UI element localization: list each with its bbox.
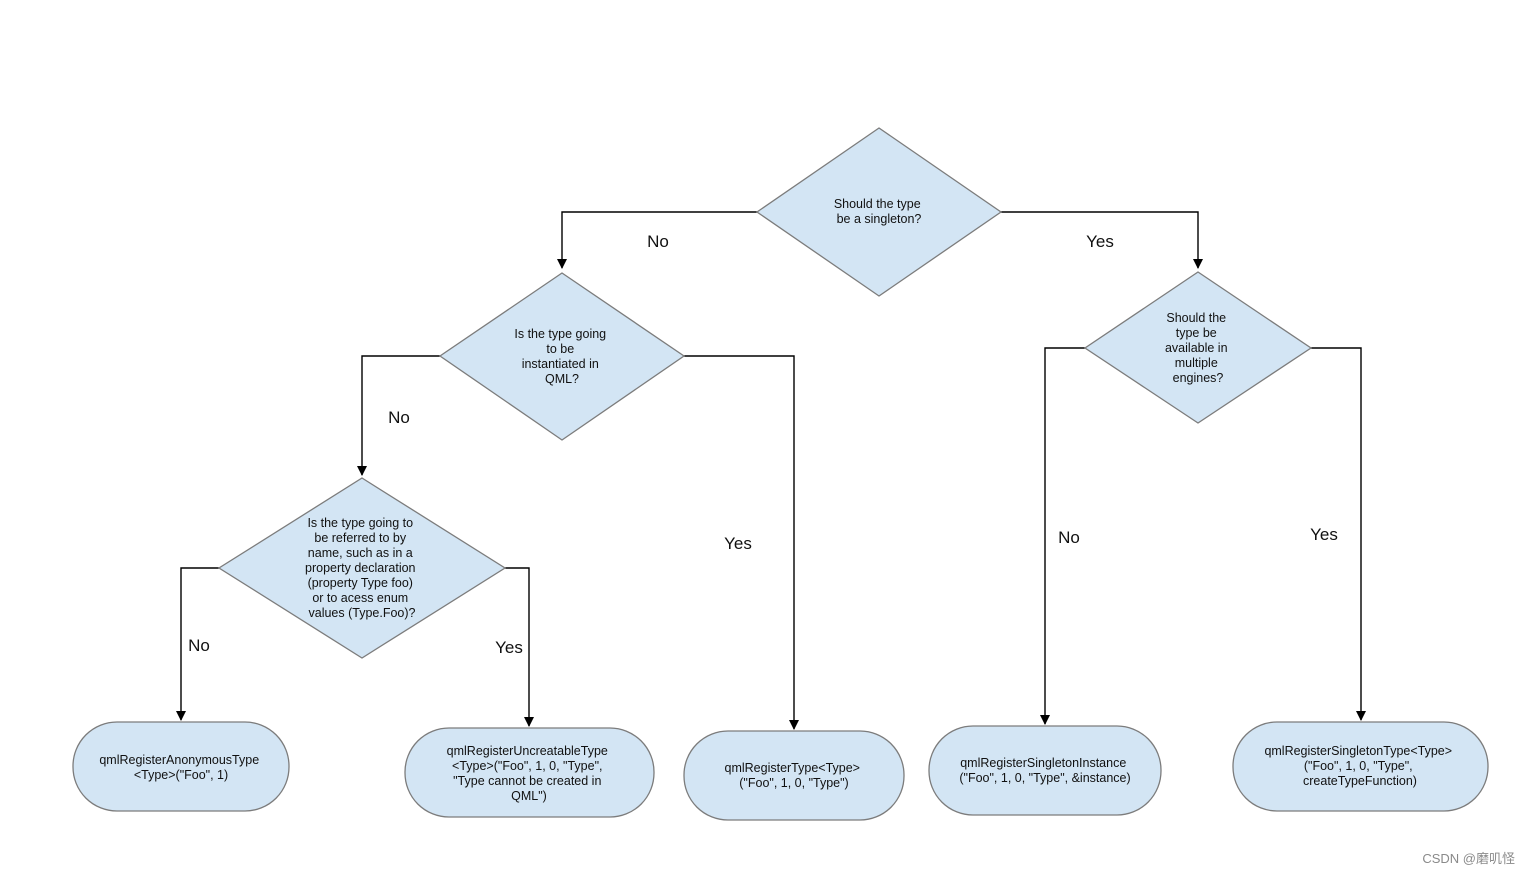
outcome-line: qmlRegisterType<Type> xyxy=(725,761,861,775)
edge-referred-no xyxy=(176,567,219,721)
decision-diamond xyxy=(217,477,507,659)
outcome-line: QML") xyxy=(511,789,547,803)
edge-label-referred-yes: Yes xyxy=(495,638,523,657)
outcome-text: qmlRegisterUncreatableType <Type>("Foo",… xyxy=(447,744,612,803)
outcome-anonymous-type: qmlRegisterAnonymousType <Type>("Foo", 1… xyxy=(72,721,290,812)
edge-label-referred-no: No xyxy=(188,636,210,655)
edge-label-singleton-no: No xyxy=(647,232,669,251)
outcome-line: qmlRegisterSingletonInstance xyxy=(960,756,1126,770)
edge-referred-yes xyxy=(505,567,534,727)
outcome-line: ("Foo", 1, 0, "Type", &instance) xyxy=(959,771,1130,785)
decision-line: name, such as in a xyxy=(308,546,413,560)
decision-text: Should the type be available in multiple… xyxy=(1165,311,1231,385)
outcome-line: ("Foo", 1, 0, "Type") xyxy=(739,776,848,790)
decision-line: type be xyxy=(1176,326,1217,340)
decision-line: available in xyxy=(1165,341,1228,355)
outcome-line: <Type>("Foo", 1) xyxy=(134,768,228,782)
decision-line: property declaration xyxy=(305,561,416,575)
decision-line: Should the type xyxy=(834,197,921,211)
watermark: CSDN @磨叽怪 xyxy=(1422,851,1515,866)
edge-label-singleton-yes: Yes xyxy=(1086,232,1114,251)
outcome-box xyxy=(1232,721,1489,812)
decision-line: QML? xyxy=(545,372,579,386)
outcome-line: qmlRegisterUncreatableType xyxy=(447,744,608,758)
outcome-text: qmlRegisterAnonymousType <Type>("Foo", 1… xyxy=(99,753,262,782)
outcome-box xyxy=(404,727,655,818)
outcome-uncreatable-type: qmlRegisterUncreatableType <Type>("Foo",… xyxy=(404,727,655,818)
outcome-line: qmlRegisterAnonymousType xyxy=(99,753,259,767)
outcome-register-type: qmlRegisterType<Type> ("Foo", 1, 0, "Typ… xyxy=(683,730,905,821)
outcome-singleton-instance: qmlRegisterSingletonInstance ("Foo", 1, … xyxy=(928,725,1162,816)
decision-line: multiple xyxy=(1175,356,1218,370)
outcome-text: qmlRegisterType<Type> ("Foo", 1, 0, "Typ… xyxy=(725,761,864,790)
decision-singleton: Should the type be a singleton? xyxy=(755,127,1003,297)
outcome-box xyxy=(72,721,290,812)
decision-line: (property Type foo) xyxy=(308,576,413,590)
edge-engines-no xyxy=(1040,347,1085,725)
decision-multiple-engines: Should the type be available in multiple… xyxy=(1083,271,1313,424)
outcome-singleton-type: qmlRegisterSingletonType<Type> ("Foo", 1… xyxy=(1232,721,1489,812)
edge-singleton-no xyxy=(557,211,757,269)
decision-line: be referred to by xyxy=(314,531,406,545)
outcome-line: "Type cannot be created in xyxy=(453,774,601,788)
decision-line: be a singleton? xyxy=(837,212,922,226)
outcome-line: ("Foo", 1, 0, "Type", xyxy=(1304,759,1413,773)
decision-referred-by-name: Is the type going to be referred to by n… xyxy=(217,477,507,659)
decision-line: or to acess enum xyxy=(312,591,408,605)
decision-line: engines? xyxy=(1173,371,1224,385)
decision-line: Should the xyxy=(1166,311,1226,325)
edge-label-instantiated-yes: Yes xyxy=(724,534,752,553)
decision-line: values (Type.Foo)? xyxy=(309,606,416,620)
outcome-line: createTypeFunction) xyxy=(1303,774,1417,788)
edge-instantiated-no xyxy=(357,355,440,476)
decision-line: to be xyxy=(546,342,574,356)
decision-instantiated: Is the type going to be instantiated in … xyxy=(438,272,686,441)
edge-label-engines-yes: Yes xyxy=(1310,525,1338,544)
outcome-line: qmlRegisterSingletonType<Type> xyxy=(1264,744,1452,758)
outcome-box xyxy=(928,725,1162,816)
edge-label-instantiated-no: No xyxy=(388,408,410,427)
decision-diamond xyxy=(755,127,1003,297)
outcome-box xyxy=(683,730,905,821)
edges xyxy=(176,211,1366,730)
edge-singleton-yes xyxy=(1001,211,1203,269)
decision-text: Should the type be a singleton? xyxy=(834,197,924,226)
edge-labels: No Yes No Yes No Yes No Yes xyxy=(188,232,1338,657)
decision-text: Is the type going to be instantiated in … xyxy=(514,327,609,386)
decision-diamond xyxy=(1083,271,1313,424)
decision-diamond xyxy=(438,272,686,441)
edge-instantiated-yes xyxy=(684,355,799,730)
decision-line: Is the type going xyxy=(514,327,606,341)
outcome-text: qmlRegisterSingletonInstance ("Foo", 1, … xyxy=(959,756,1130,785)
outcome-text: qmlRegisterSingletonType<Type> ("Foo", 1… xyxy=(1264,744,1455,788)
decision-line: instantiated in xyxy=(522,357,599,371)
edge-label-engines-no: No xyxy=(1058,528,1080,547)
decision-text: Is the type going to be referred to by n… xyxy=(305,516,419,620)
decision-line: Is the type going to xyxy=(307,516,413,530)
edge-engines-yes xyxy=(1311,347,1366,721)
outcome-line: <Type>("Foo", 1, 0, "Type", xyxy=(452,759,602,773)
